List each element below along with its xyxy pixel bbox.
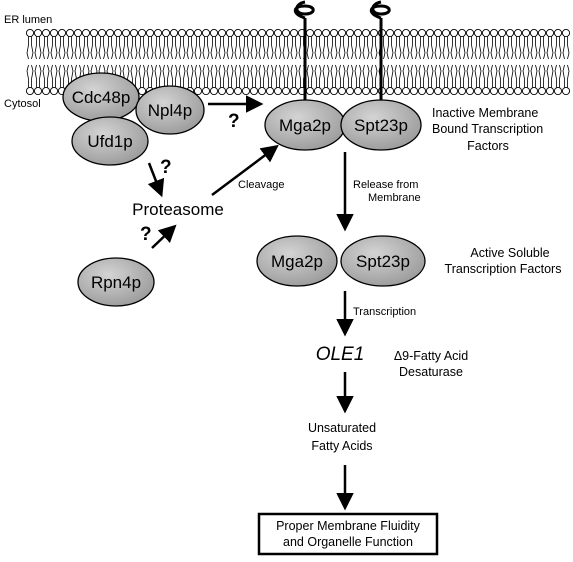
question-mark-rpn4p: ?: [140, 224, 152, 245]
rpn4p-oval: [77, 257, 155, 307]
cytosol-label: Cytosol: [4, 98, 41, 110]
er-lumen-label: ER lumen: [4, 14, 52, 26]
spt23p-soluble-oval: [340, 235, 426, 287]
npl4p-oval: [135, 85, 205, 135]
outcome-box: [257, 512, 439, 556]
release-label-line1: Release from: [353, 179, 418, 191]
ufd1p-label: Ufd1p: [87, 132, 132, 151]
ufd1p-oval: [71, 116, 149, 166]
inactive-factors-label-line3: Factors: [467, 139, 509, 153]
active-factors-label-line1: Active Soluble: [470, 246, 549, 260]
cleavage-arrow: [211, 144, 279, 196]
outcome-label-line2: and Organelle Function: [283, 535, 413, 549]
spt23p-membrane-label: Spt23p: [354, 116, 408, 135]
desaturase-label-line2: Desaturase: [399, 365, 463, 379]
question-mark-ufd1p: ?: [160, 157, 172, 178]
cleavage-label: Cleavage: [238, 179, 284, 191]
rpn4p-to-proteasome-arrow: [151, 224, 177, 249]
transcription-label: Transcription: [353, 306, 416, 318]
ufd1p-to-proteasome-arrow: [147, 162, 165, 198]
active-factors-label-line2: Transcription Factors: [445, 262, 562, 276]
release-label-line2: Membrane: [368, 192, 421, 204]
desaturase-label-line1: Δ9-Fatty Acid: [394, 349, 468, 363]
ufa-label-line2: Fatty Acids: [311, 439, 372, 453]
inactive-factors-label-line1: Inactive Membrane: [432, 106, 538, 120]
spt23p-soluble-label: Spt23p: [356, 252, 410, 271]
ole1-gene-label: OLE1: [316, 344, 365, 365]
question-mark-npl4p: ?: [228, 111, 240, 132]
proteasome-label: Proteasome: [132, 200, 224, 219]
mga2p-soluble-oval: [256, 235, 338, 287]
mga2p-soluble-label: Mga2p: [271, 252, 323, 271]
inactive-factors-label-line2: Bound Transcription: [432, 122, 543, 136]
mga2p-transmembrane-anchor: [293, 0, 315, 110]
outcome-label-line1: Proper Membrane Fluidity: [276, 519, 421, 533]
cdc48p-label: Cdc48p: [72, 88, 131, 107]
spt23p-membrane-oval: [340, 99, 422, 151]
rpn4p-label: Rpn4p: [91, 273, 141, 292]
mga2p-membrane-label: Mga2p: [279, 116, 331, 135]
spt23p-transmembrane-anchor: [369, 0, 391, 110]
ufa-label-line1: Unsaturated: [308, 421, 376, 435]
npl4p-label: Npl4p: [148, 101, 192, 120]
